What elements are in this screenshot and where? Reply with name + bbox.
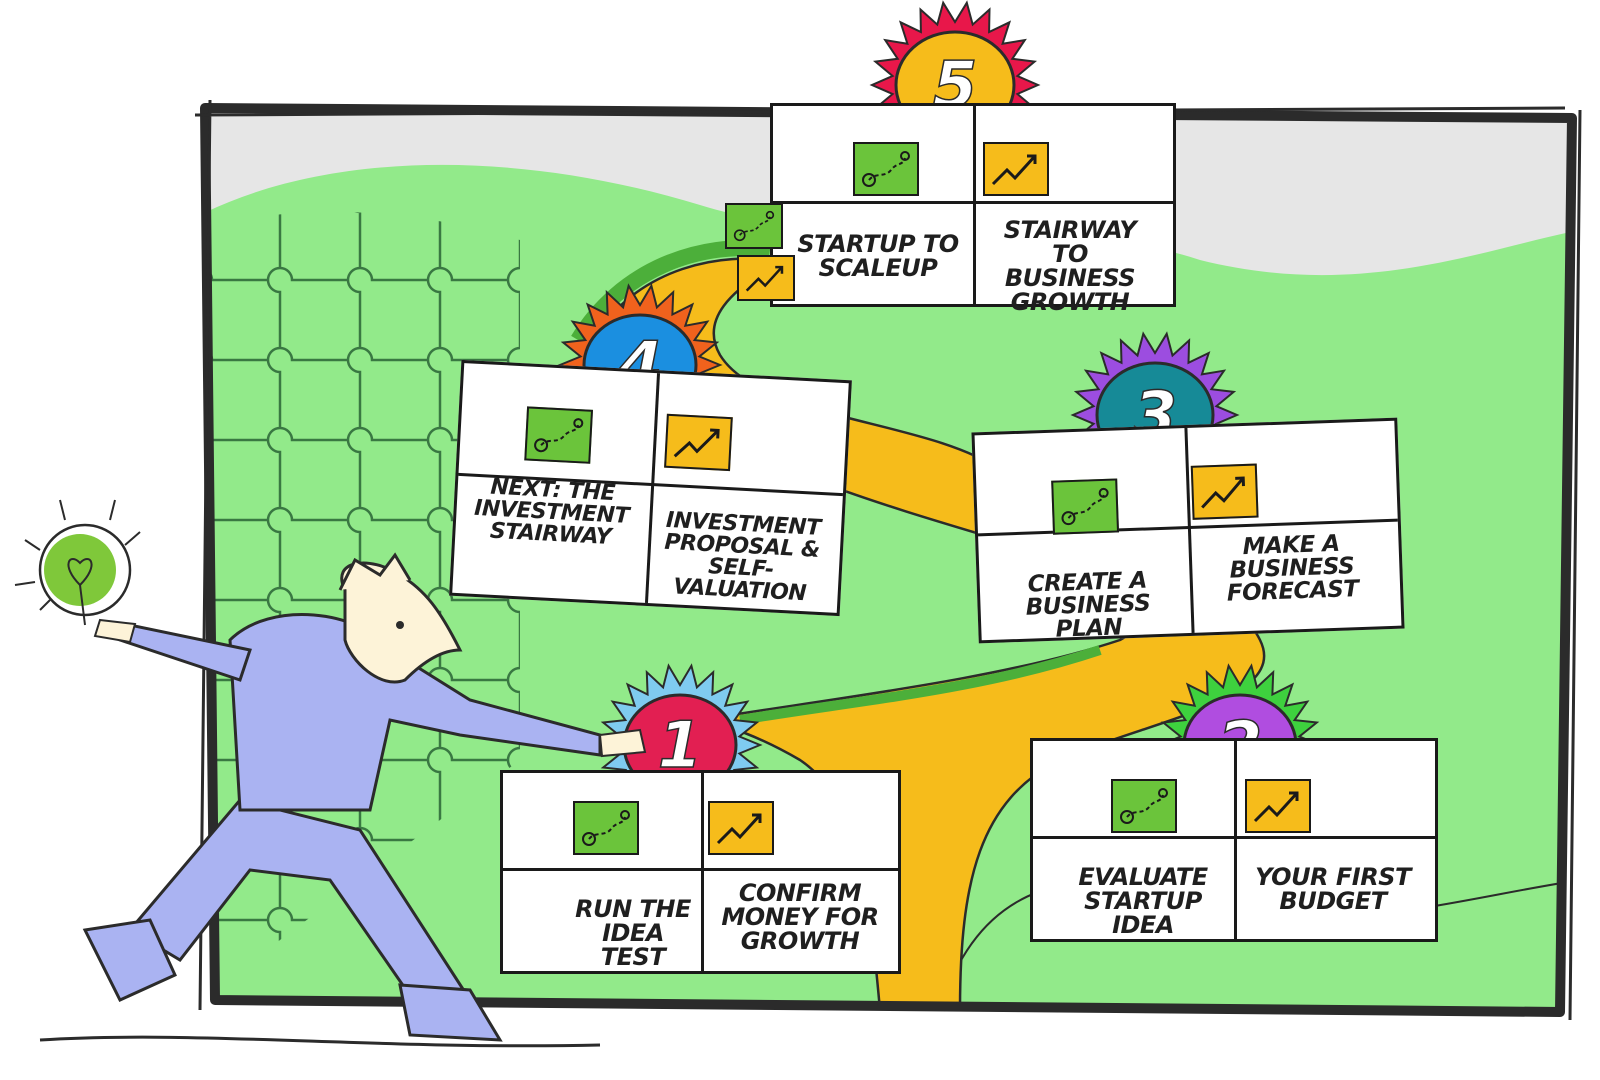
step-5-left-label: STARTUP TO SCALEUP: [797, 230, 959, 282]
growth-chart-icon: [1190, 463, 1259, 520]
route-map-icon: [1051, 478, 1120, 535]
card-divider: [503, 868, 898, 872]
growth-chart-icon: [1245, 779, 1311, 833]
growth-chart-icon: [708, 801, 774, 855]
growth-chart-icon: [664, 413, 733, 472]
step-1-left-label: RUN THE IDEA TEST: [575, 895, 691, 971]
step-4-left-label: NEXT: THE INVESTMENT STAIRWAY: [473, 474, 630, 550]
step-3-left-label: CREATE A BUSINESS PLAN: [1025, 567, 1151, 643]
card-divider: [973, 106, 976, 304]
route-map-icon: [524, 406, 594, 464]
step-4-right-label: INVESTMENT PROPOSAL & SELF-VALUATION: [663, 507, 822, 607]
step-1-right-label: CONFIRM MONEY FOR GROWTH: [721, 879, 879, 955]
lightbulb-heart-icon: [14, 499, 141, 626]
card-divider: [773, 201, 1173, 205]
character: [82, 552, 647, 1042]
route-map-icon: [1111, 779, 1177, 833]
route-map-icon: [573, 801, 639, 855]
step-3-right-label: MAKE A BUSINESS FORECAST: [1226, 530, 1359, 607]
card-divider: [700, 773, 704, 971]
step-2-right-label: YOUR FIRST BUDGET: [1255, 863, 1411, 915]
route-map-icon: [853, 142, 919, 196]
ground-line: [39, 1035, 601, 1048]
growth-chart-icon: [737, 255, 795, 301]
route-map-icon: [725, 203, 783, 249]
step-5-card[interactable]: STARTUP TO SCALEUP STAIRWAY TO BUSINESS …: [770, 103, 1176, 314]
step-5-right-label: STAIRWAY TO BUSINESS GROWTH: [1003, 216, 1137, 316]
card-divider: [1033, 836, 1435, 840]
step-1-card[interactable]: RUN THE IDEA TEST CONFIRM MONEY FOR GROW…: [500, 770, 901, 974]
step-3-card[interactable]: CREATE A BUSINESS PLAN MAKE A BUSINESS F…: [971, 417, 1405, 644]
growth-chart-icon: [983, 142, 1049, 196]
card-divider: [1184, 427, 1195, 633]
step-2-card[interactable]: EVALUATE STARTUP IDEA YOUR FIRST BUDGET: [1030, 738, 1438, 942]
card-divider: [1234, 741, 1237, 939]
step-4-card[interactable]: NEXT: THE INVESTMENT STAIRWAY INVESTMENT…: [449, 359, 852, 617]
step-2-left-label: EVALUATE STARTUP IDEA: [1078, 863, 1208, 939]
